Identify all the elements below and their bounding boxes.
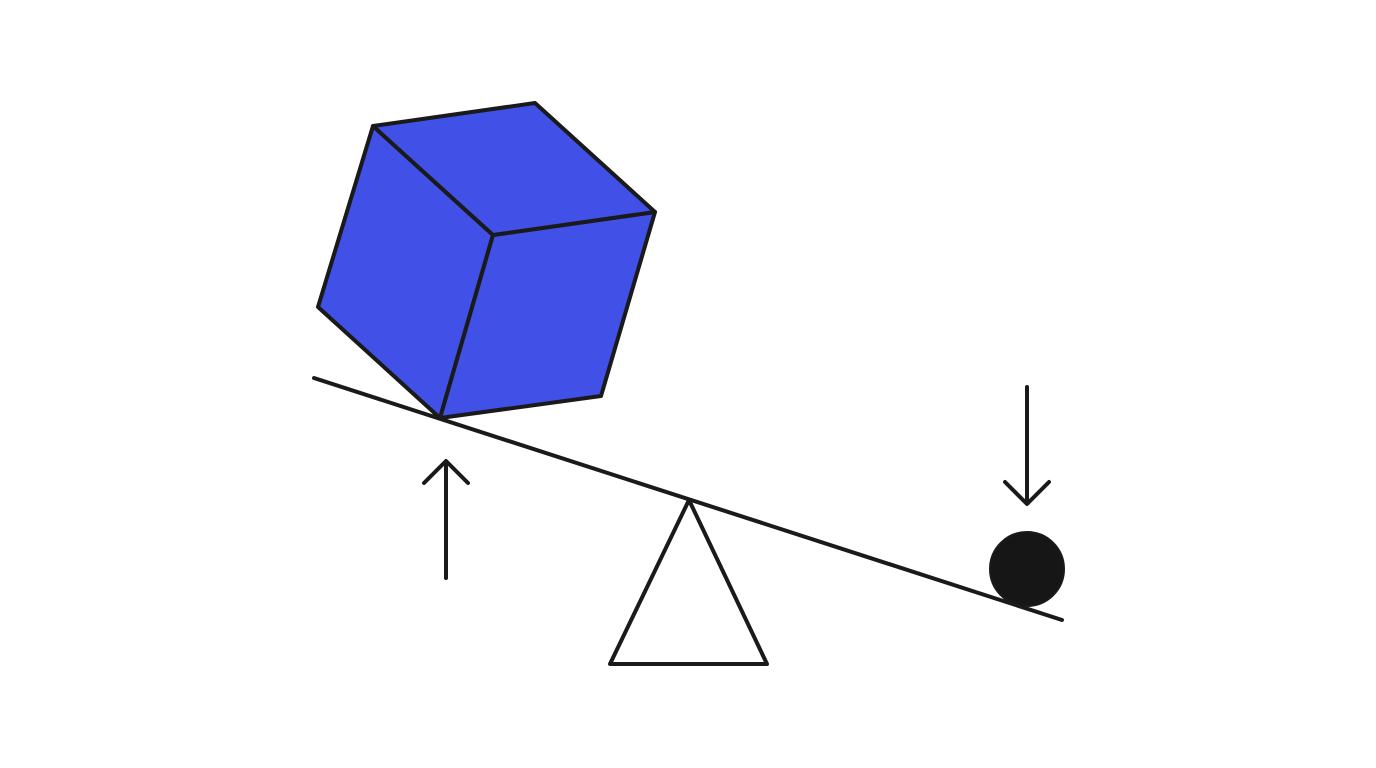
triangle-fulcrum-icon bbox=[608, 498, 769, 666]
arrow-up-icon bbox=[422, 459, 470, 580]
arrow-down-head bbox=[1003, 480, 1051, 506]
cube-icon bbox=[316, 101, 657, 420]
ball-icon bbox=[989, 531, 1065, 607]
cube-top-face bbox=[371, 101, 657, 237]
arrow-down-icon bbox=[1003, 385, 1051, 506]
arrow-up-head bbox=[422, 459, 470, 485]
